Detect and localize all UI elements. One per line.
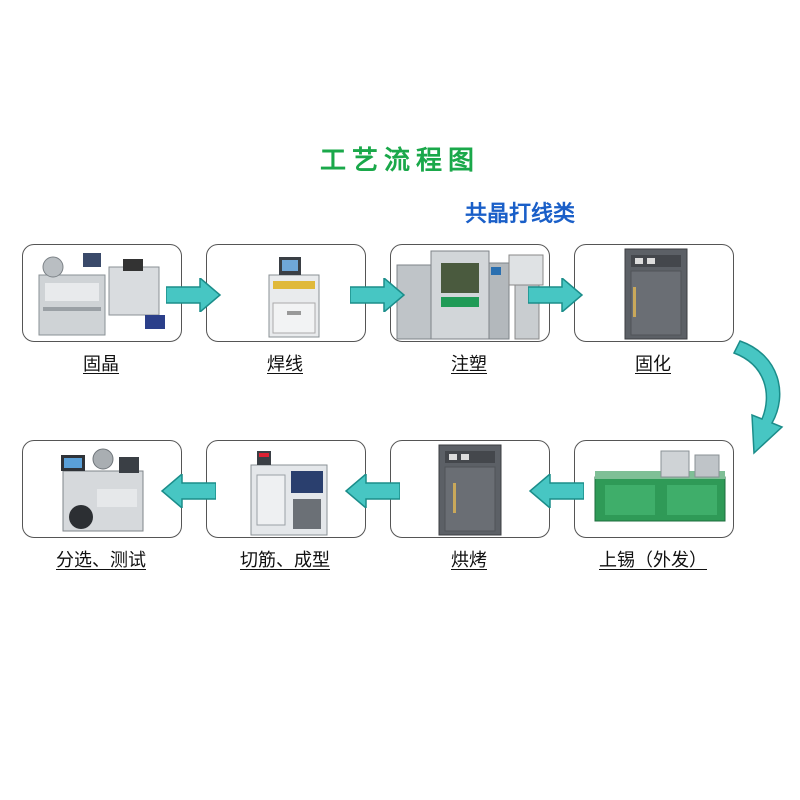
molding-press-icon bbox=[396, 250, 544, 340]
diagram-subtitle: 共晶打线类 bbox=[465, 202, 576, 227]
step-label-curing: 固化 bbox=[635, 354, 671, 375]
wire-bonder-machine-icon bbox=[268, 257, 320, 338]
step-label-sorting-testing: 分选、测试 bbox=[56, 550, 146, 571]
arrow-right-icon bbox=[350, 278, 406, 312]
step-label-die-bonding: 固晶 bbox=[83, 354, 119, 375]
tinning-line-icon bbox=[594, 450, 726, 522]
step-box-curing bbox=[574, 244, 734, 342]
step-label-tinning: 上锡（外发） bbox=[599, 550, 707, 571]
arrow-left-icon bbox=[344, 474, 400, 508]
die-bonder-machine-icon bbox=[38, 253, 165, 336]
curved-down-arrow-icon bbox=[732, 340, 784, 455]
trim-form-machine-icon bbox=[250, 451, 328, 536]
step-label-wire-bonding: 焊线 bbox=[267, 354, 303, 375]
arrow-left-icon bbox=[160, 474, 216, 508]
step-box-die-bonding bbox=[22, 244, 182, 342]
step-label-baking: 烘烤 bbox=[451, 550, 487, 571]
step-box-baking bbox=[390, 440, 550, 538]
step-label-trim-form: 切筋、成型 bbox=[240, 550, 330, 571]
step-box-sorting-testing bbox=[22, 440, 182, 538]
step-box-molding bbox=[390, 244, 550, 342]
arrow-right-icon bbox=[528, 278, 584, 312]
step-box-wire-bonding bbox=[206, 244, 366, 342]
step-label-molding: 注塑 bbox=[451, 354, 487, 375]
step-box-tinning bbox=[574, 440, 734, 538]
diagram-title: 工艺流程图 bbox=[319, 146, 480, 176]
arrow-left-icon bbox=[528, 474, 584, 508]
arrow-right-icon bbox=[166, 278, 222, 312]
sorting-test-machine-icon bbox=[61, 448, 144, 532]
baking-oven-icon bbox=[438, 444, 502, 536]
curing-oven-icon bbox=[624, 248, 688, 340]
step-box-trim-form bbox=[206, 440, 366, 538]
